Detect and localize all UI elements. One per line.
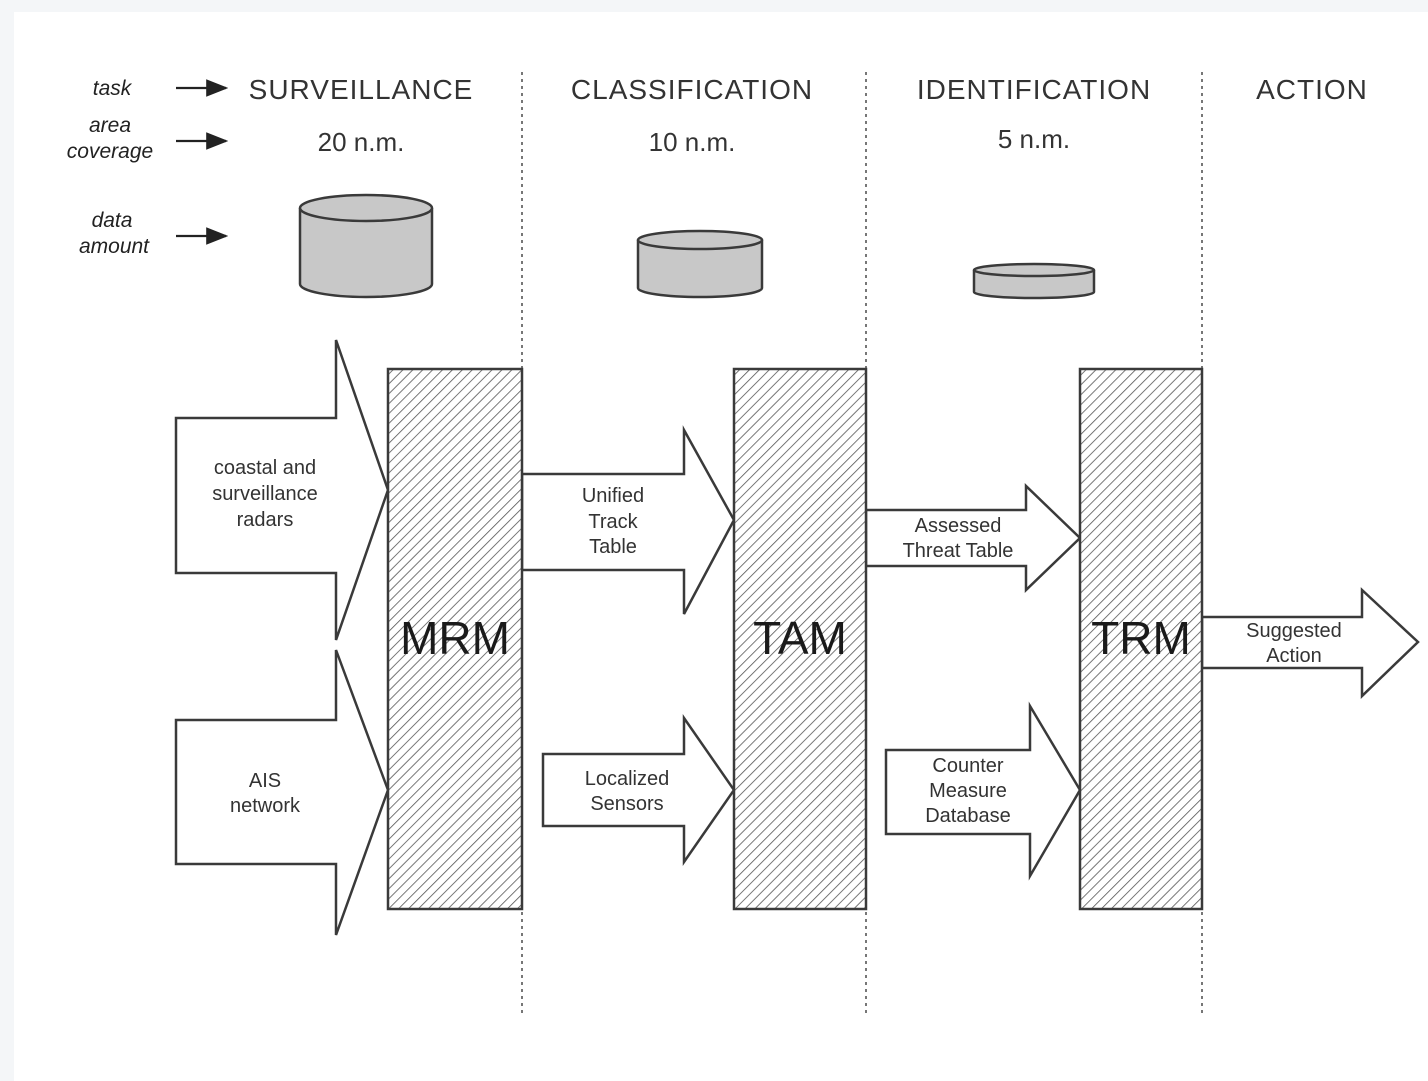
arrow-ais-to-mrm [174, 649, 390, 936]
cylinder-small-icon [972, 262, 1096, 300]
module-trm-box [1078, 367, 1204, 911]
column-header-identification: IDENTIFICATION [917, 74, 1151, 105]
arrow-countermeasure-to-trm [884, 701, 1082, 881]
row-label-amount: amount [79, 235, 150, 258]
radars-line-1: coastal and [214, 457, 316, 479]
ais-line-1: AIS [249, 770, 281, 792]
unified-track-line-2: Track [588, 511, 638, 533]
row-label-area: area [89, 114, 131, 137]
row-label-data: data [92, 209, 133, 232]
cylinder-large-icon [298, 193, 434, 299]
module-label-mrm: MRM [400, 612, 510, 664]
coverage-classification: 10 n.m. [649, 127, 736, 157]
suggested-action-line-1: Suggested [1246, 620, 1342, 642]
flow-labels: coastal and surveillance radars AIS netw… [212, 457, 1342, 827]
column-header-action: ACTION [1256, 74, 1368, 105]
module-label-tam: TAM [753, 612, 847, 664]
counter-measure-line-2: Measure [929, 780, 1007, 802]
radars-line-3: radars [237, 509, 294, 531]
arrow-mrm-to-tam [520, 425, 736, 615]
row-label-task: task [93, 77, 133, 100]
arrow-trm-to-action [1200, 587, 1420, 699]
localized-sensors-line-2: Sensors [590, 793, 663, 815]
counter-measure-line-1: Counter [932, 755, 1003, 777]
coverage-identification: 5 n.m. [998, 124, 1070, 154]
suggested-action-line-2: Action [1266, 645, 1322, 667]
top-edge [0, 0, 1428, 12]
radars-line-2: surveillance [212, 483, 318, 505]
unified-track-line-3: Table [589, 536, 637, 558]
row-label-arrows [176, 79, 229, 245]
counter-measure-line-3: Database [925, 805, 1011, 827]
arrow-radars-to-mrm [174, 339, 390, 641]
assessed-threat-line-2: Threat Table [903, 540, 1014, 562]
arrow-tam-to-trm [864, 483, 1082, 593]
module-mrm-box [386, 367, 524, 911]
cylinder-medium-icon [636, 229, 764, 299]
flow-arrows [174, 339, 1420, 936]
localized-sensors-line-1: Localized [585, 768, 670, 790]
coverage-surveillance: 20 n.m. [318, 127, 405, 157]
column-header-classification: CLASSIFICATION [571, 74, 813, 105]
arrow-sensors-to-tam [541, 714, 736, 866]
column-header-surveillance: SURVEILLANCE [249, 74, 474, 105]
assessed-threat-line-1: Assessed [915, 515, 1002, 537]
modules [386, 367, 1204, 911]
module-label-trm: TRM [1091, 612, 1191, 664]
row-label-coverage: coverage [67, 140, 153, 163]
unified-track-line-1: Unified [582, 485, 644, 507]
ais-line-2: network [230, 795, 301, 817]
left-edge [0, 0, 14, 1081]
module-tam-box [732, 367, 868, 911]
